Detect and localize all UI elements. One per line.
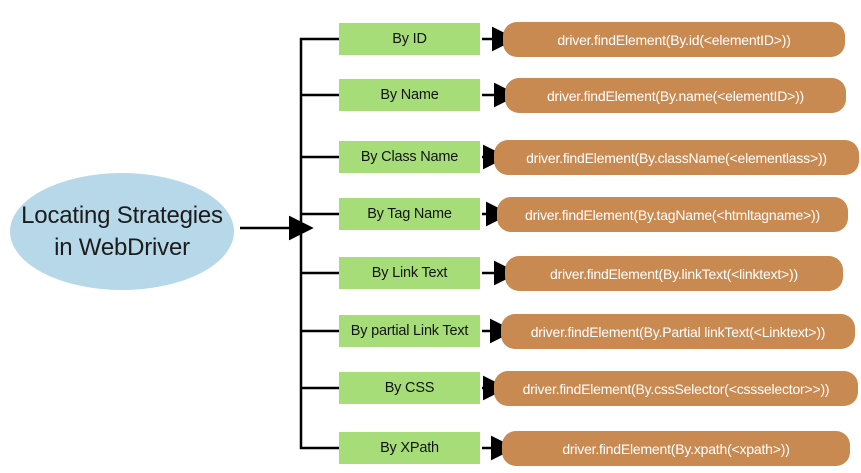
code-box-by-tag-name: driver.findElement(By.tagName(<htmltagna… xyxy=(497,197,848,232)
strategy-box-by-xpath: By XPath xyxy=(339,432,480,464)
root-node-label-line1: Locating Strategies xyxy=(21,201,223,229)
code-box-by-id: driver.findElement(By.id(<elementID>)) xyxy=(503,22,845,57)
code-label: driver.findElement(By.tagName(<htmltagna… xyxy=(525,206,820,223)
code-box-by-link-text: driver.findElement(By.linkText(<linktext… xyxy=(505,256,843,291)
strategy-label: By Tag Name xyxy=(367,206,452,222)
strategy-label: By Class Name xyxy=(360,149,459,165)
strategy-box-by-css: By CSS xyxy=(339,372,480,404)
strategy-box-by-class-name: By Class Name xyxy=(339,141,480,173)
code-label: driver.findElement(By.cssSelector(<cssse… xyxy=(522,380,830,397)
code-box-by-xpath: driver.findElement(By.xpath(<xpath>)) xyxy=(502,431,850,466)
strategy-box-by-link-text: By Link Text xyxy=(339,257,480,289)
strategy-label: By Link Text xyxy=(371,265,448,281)
code-box-by-class-name: driver.findElement(By.className(<element… xyxy=(494,140,859,175)
code-label: driver.findElement(By.id(<elementID>)) xyxy=(557,31,791,48)
strategy-label: By partial Link Text xyxy=(350,323,469,339)
strategy-label: By Name xyxy=(380,87,439,103)
code-label: driver.findElement(By.name(<elementID>)) xyxy=(546,87,805,104)
strategy-box-by-tag-name: By Tag Name xyxy=(339,198,480,230)
code-label: driver.findElement(By.linkText(<linktext… xyxy=(550,265,798,282)
strategy-box-by-id: By ID xyxy=(339,23,480,55)
strategy-label: By ID xyxy=(392,31,427,47)
code-label: driver.findElement(By.Partial linkText(<… xyxy=(530,323,826,340)
strategy-box-by-partial-link-text: By partial Link Text xyxy=(339,315,480,347)
strategy-box-by-name: By Name xyxy=(339,79,480,111)
code-box-by-partial-link-text: driver.findElement(By.Partial linkText(<… xyxy=(501,314,855,349)
strategy-label: By CSS xyxy=(384,380,435,396)
code-label: driver.findElement(By.className(<element… xyxy=(526,149,827,166)
code-box-by-css: driver.findElement(By.cssSelector(<cssse… xyxy=(494,371,858,406)
root-node-locating-strategies: Locating Strategies in WebDriver xyxy=(10,173,234,290)
root-node-label-line2: in WebDriver xyxy=(54,233,190,261)
code-box-by-name: driver.findElement(By.name(<elementID>)) xyxy=(505,78,846,113)
code-label: driver.findElement(By.xpath(<xpath>)) xyxy=(562,440,790,457)
strategy-label: By XPath xyxy=(380,440,439,456)
